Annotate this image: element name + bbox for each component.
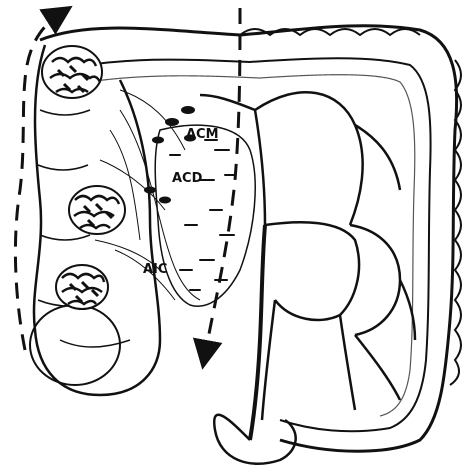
tumor-mass-middle [69,186,125,234]
label-acm: ACM [186,127,219,142]
middle-colic-arcades [200,92,415,420]
colon-lumen-line [70,75,415,416]
lymph-nodes-white [170,140,235,290]
central-vessel-outline [155,125,255,306]
tumor-mass-lower [56,265,108,309]
label-acd: ACD [172,171,203,186]
label-aic: AIC [143,262,167,277]
tumor-mass-upper [42,46,102,98]
